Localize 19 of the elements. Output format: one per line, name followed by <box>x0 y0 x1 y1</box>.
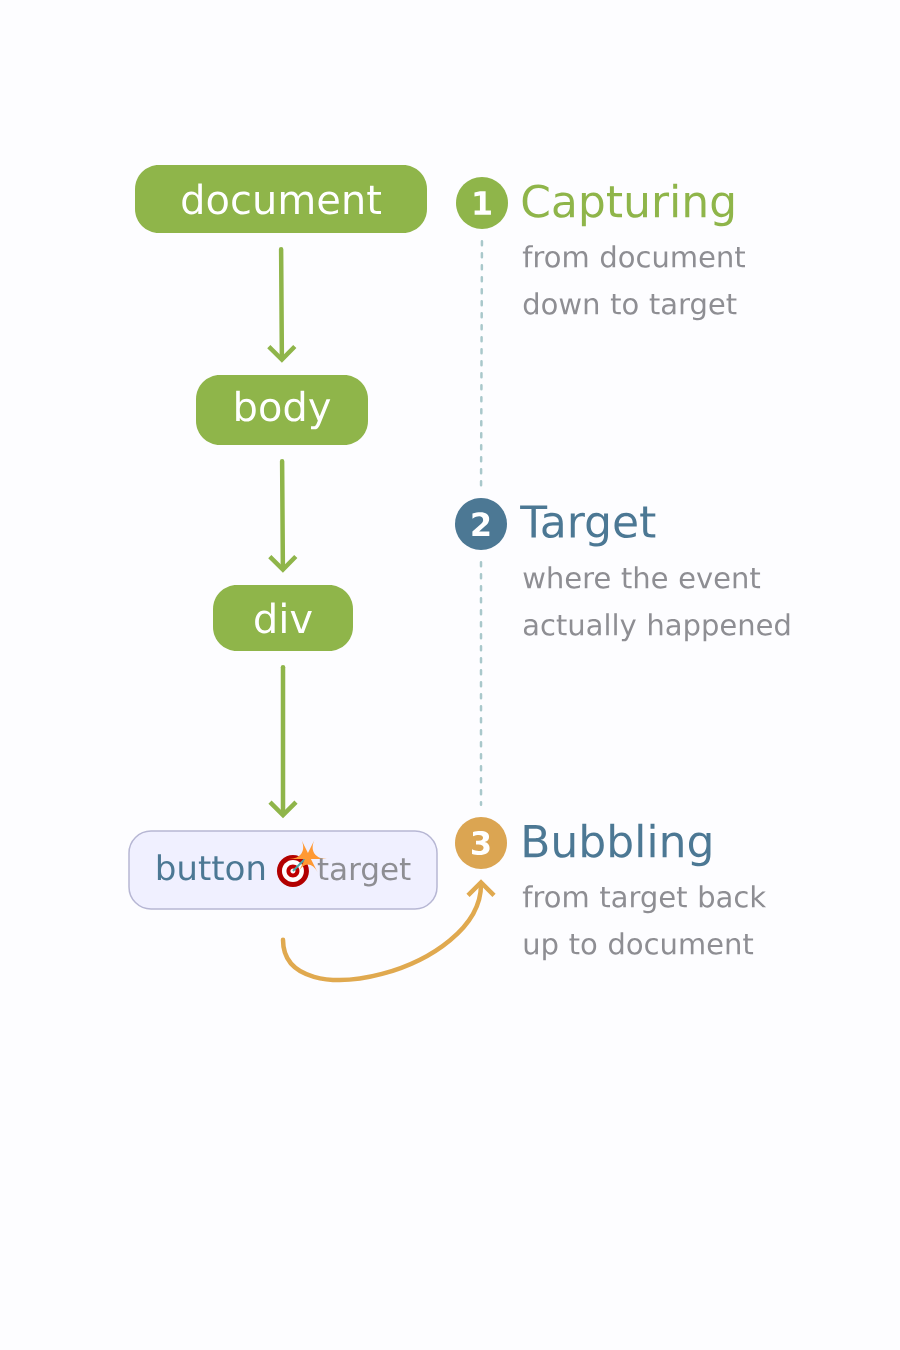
curved-arrow <box>280 879 496 983</box>
step-heading: Capturing <box>522 183 734 227</box>
target-button-box: button target <box>128 830 438 910</box>
step-number: 2 <box>455 498 507 550</box>
step-number: 3 <box>455 817 507 869</box>
arrow <box>268 664 298 819</box>
dotted-line <box>479 239 484 488</box>
step-description: from target back up to document <box>522 885 767 961</box>
element-box: body <box>196 375 368 445</box>
step-heading: Bubbling <box>524 823 711 867</box>
element-box: document <box>135 165 427 233</box>
step-heading: Target <box>520 505 656 547</box>
element-box: div <box>213 585 353 651</box>
step-description: from document down to target <box>522 245 745 321</box>
arrow <box>268 458 298 573</box>
step-number: 1 <box>456 177 508 229</box>
arrow <box>267 246 297 363</box>
dotted-line <box>479 560 483 807</box>
step-description: where the event actually happened <box>523 566 790 642</box>
